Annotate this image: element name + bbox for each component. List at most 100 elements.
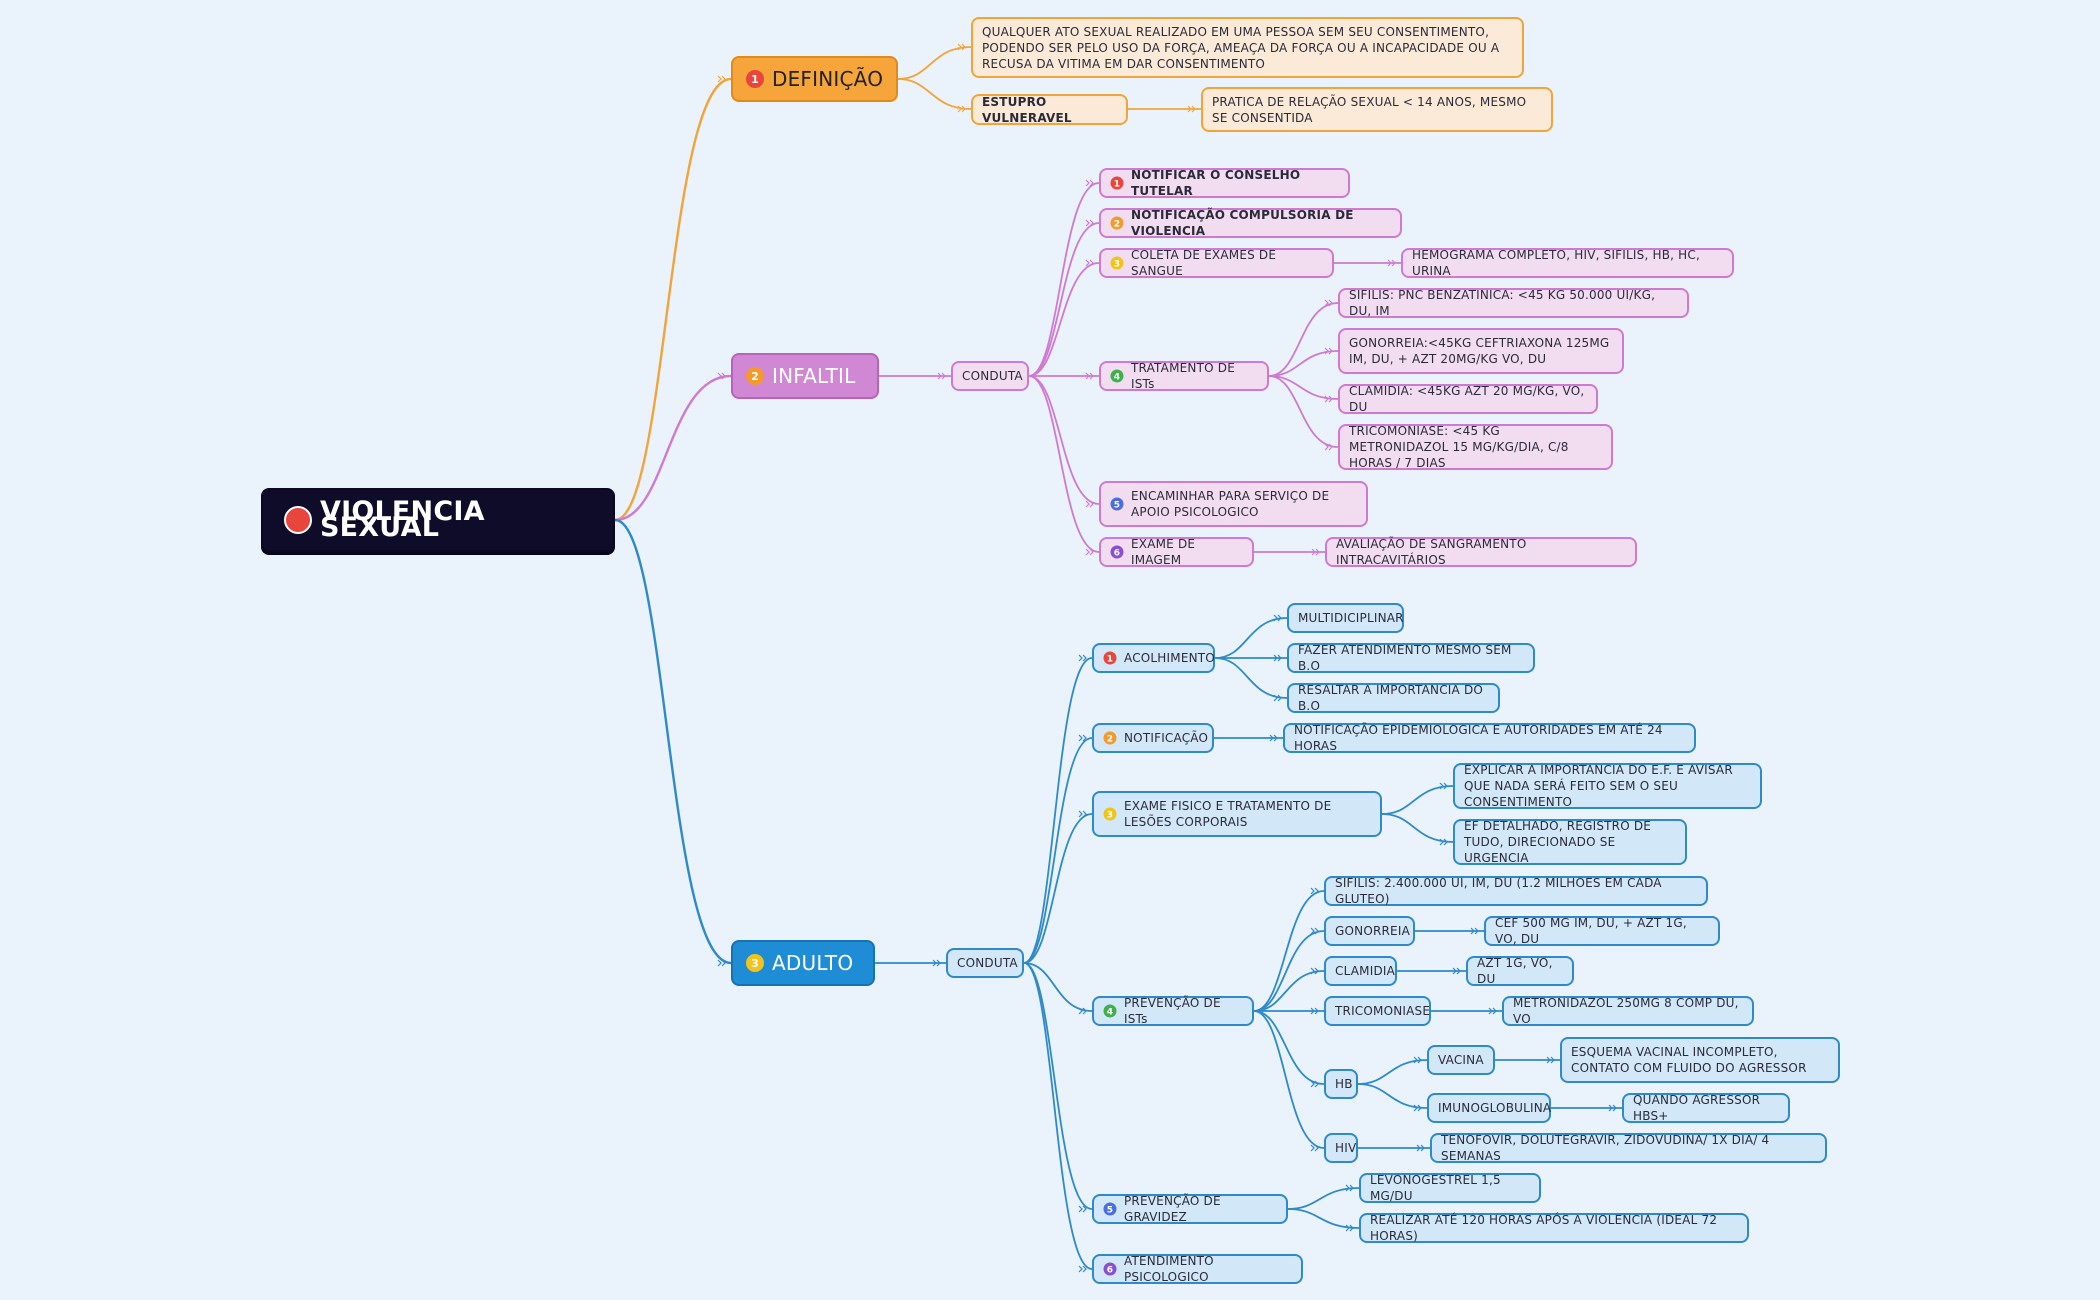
branch-adulto-label: ADULTO (772, 951, 854, 975)
connector-arrow (1085, 372, 1094, 380)
connector-arrow (1488, 1007, 1497, 1015)
connector-arrow (1416, 1144, 1425, 1152)
adulto-ef-detalhado[interactable]: EF DETALHADO, REGISTRO DE TUDO, DIRECION… (1453, 819, 1687, 865)
connector-line (1253, 890, 1325, 1012)
adulto-sifilis[interactable]: SIFILIS: 2.400.000 UI, IM, DU (1.2 MILHO… (1324, 876, 1708, 906)
adulto-hb[interactable]: HB (1324, 1069, 1358, 1099)
adulto-atendimento-psicologico[interactable]: 6 ATENDIMENTO PSICOLOGICO (1092, 1254, 1303, 1284)
number-1-icon: 1 (745, 69, 765, 89)
adulto-realizar[interactable]: REALIZAR ATÉ 120 HORAS APÓS A VIOLENCIA … (1359, 1213, 1749, 1243)
infantil-exame[interactable]: 6 EXAME DE IMAGEM (1099, 537, 1254, 567)
connector-arrow (1452, 967, 1461, 975)
connector-line (1287, 1187, 1360, 1210)
connector-arrow (1078, 1205, 1087, 1213)
infantil-notificacao[interactable]: 2 NOTIFICAÇÃO COMPULSORIA DE VIOLENCIA (1099, 208, 1402, 238)
connector-arrow (717, 959, 726, 967)
adulto-notificacao-detail[interactable]: NOTIFICAÇÃO EPIDEMIOLOGICA E AUTORIDADES… (1283, 723, 1696, 753)
connector-arrow (1324, 395, 1333, 403)
adulto-exame-fisico[interactable]: 3 EXAME FISICO E TRATAMENTO DE LESÕES CO… (1092, 791, 1382, 837)
svg-text:1: 1 (1114, 180, 1120, 190)
connector-arrow (1324, 299, 1333, 307)
estupro-vulneravel[interactable]: ESTUPRO VULNERAVEL (971, 94, 1128, 125)
connector-line (1357, 1083, 1428, 1109)
root-node[interactable]: VIOLENCIA SEXUAL (261, 488, 615, 552)
number-6-icon: 6 (1103, 1262, 1117, 1276)
number-2-icon: 2 (1103, 731, 1117, 745)
adulto-vacina-detail[interactable]: ESQUEMA VACINAL INCOMPLETO, CONTATO COM … (1560, 1037, 1840, 1083)
adulto-imunoglobulina[interactable]: IMUNOGLOBULINA (1427, 1093, 1551, 1123)
connector-arrow (1310, 967, 1319, 975)
connector-arrow (1310, 887, 1319, 895)
branch-infantil[interactable]: 2 INFALTIL (731, 353, 879, 399)
adulto-gonorreia[interactable]: GONORREIA (1324, 916, 1415, 946)
svg-text:2: 2 (1107, 735, 1113, 745)
adulto-levonogestrel[interactable]: LEVONOGESTREL 1,5 MG/DU (1359, 1173, 1541, 1203)
adulto-tricomoniase-detail[interactable]: METRONIDAZOL 250MG 8 COMP DU, VO (1502, 996, 1754, 1026)
connector-arrow (1324, 443, 1333, 451)
connector-arrow (1470, 927, 1479, 935)
connector-line (1253, 930, 1325, 1012)
infantil-clamidia[interactable]: CLAMIDIA: <45KG AZT 20 MG/KG, VO, DU (1338, 384, 1598, 414)
number-4-icon: 4 (1103, 1004, 1117, 1018)
connector-line (1268, 375, 1339, 448)
infantil-gonorreia[interactable]: GONORREIA:<45KG CEFTRIAXONA 125MG IM, DU… (1338, 328, 1624, 374)
connector-arrow (1310, 1007, 1319, 1015)
connector-arrow (937, 372, 946, 380)
estupro-vulneravel-text[interactable]: PRATICA DE RELAÇÃO SEXUAL < 14 ANOS, MES… (1201, 87, 1553, 132)
infantil-tratamento[interactable]: 4 TRATAMENTO DE ISTs (1099, 361, 1269, 391)
adulto-hiv-detail[interactable]: TENOFOVIR, DOLUTEGRAVIR, ZIDOVUDINA/ 1X … (1430, 1133, 1827, 1163)
connector-line (1023, 962, 1093, 1012)
connector-line (1023, 962, 1093, 1210)
svg-text:2: 2 (1114, 220, 1120, 230)
red-circle-icon (283, 505, 313, 535)
adulto-acolhimento[interactable]: 1 ACOLHIMENTO (1092, 643, 1215, 673)
connector-arrow (717, 75, 726, 83)
adulto-prevencao-ists[interactable]: 4 PREVENÇÃO DE ISTs (1092, 996, 1254, 1026)
connector-line (1287, 1208, 1360, 1229)
branch-definicao[interactable]: 1 DEFINIÇÃO (731, 56, 898, 102)
connector-arrow (1085, 259, 1094, 267)
infantil-tricomoniase[interactable]: TRICOMONIASE: <45 KG METRONIDAZOL 15 MG/… (1338, 424, 1613, 470)
infantil-coleta[interactable]: 3 COLETA DE EXAMES DE SANGUE (1099, 248, 1334, 278)
adulto-notificacao[interactable]: 2 NOTIFICAÇÃO (1092, 723, 1214, 753)
connector-arrow (1345, 1224, 1354, 1232)
connector-arrow (932, 959, 941, 967)
branch-adulto[interactable]: 3 ADULTO (731, 940, 875, 986)
adulto-ressaltar[interactable]: RESALTAR A IMPORTANCIA DO B.O (1287, 683, 1500, 713)
connector-line (613, 77, 733, 522)
adulto-clamidia-detail[interactable]: AZT 1G, VO, DU (1466, 956, 1574, 986)
adulto-imunoglobulina-detail[interactable]: QUANDO AGRESSOR HBS+ (1622, 1093, 1790, 1123)
connector-line (1028, 262, 1100, 377)
infantil-coleta-detail[interactable]: HEMOGRAMA COMPLETO, HIV, SIFILIS, HB, HC… (1401, 248, 1734, 278)
number-5-icon: 5 (1103, 1202, 1117, 1216)
connector-arrow (1310, 1080, 1319, 1088)
adulto-tricomoniase[interactable]: TRICOMONIASE (1324, 996, 1431, 1026)
svg-text:6: 6 (1114, 549, 1120, 559)
infantil-sifilis[interactable]: SIFILIS: PNC BENZATINICA: <45 KG 50.000 … (1338, 288, 1689, 318)
adulto-prevencao-gravidez[interactable]: 5 PREVENÇÃO DE GRAVIDEZ (1092, 1194, 1288, 1224)
connector-arrow (1085, 500, 1094, 508)
infantil-exame-detail[interactable]: AVALIAÇÃO DE SANGRAMENTO INTRACAVITÁRIOS (1325, 537, 1637, 567)
adulto-clamidia[interactable]: CLAMIDIA (1324, 956, 1397, 986)
infantil-conduta[interactable]: CONDUTA (951, 361, 1029, 391)
adulto-multidisciplinar[interactable]: MULTIDICIPLINAR (1287, 603, 1404, 633)
connector-arrow (1085, 548, 1094, 556)
number-3-icon: 3 (1103, 807, 1117, 821)
connector-arrow (1078, 734, 1087, 742)
adulto-hiv[interactable]: HIV (1324, 1133, 1358, 1163)
adulto-conduta[interactable]: CONDUTA (946, 948, 1024, 978)
connector-line (1253, 1010, 1325, 1149)
adulto-vacina[interactable]: VACINA (1427, 1045, 1495, 1075)
infantil-encaminhar[interactable]: 5 ENCAMINHAR PARA SERVIÇO DE APOIO PSICO… (1099, 481, 1368, 527)
adulto-gonorreia-detail[interactable]: CEF 500 MG IM, DU, + AZT 1G, VO, DU (1484, 916, 1720, 946)
connector-line (1381, 813, 1454, 843)
adulto-explicar[interactable]: EXPLICAR A IMPORTANCIA DO E.F. E AVISAR … (1453, 763, 1762, 809)
definicao-text[interactable]: QUALQUER ATO SEXUAL REALIZADO EM UMA PES… (971, 17, 1524, 78)
connector-arrow (1310, 927, 1319, 935)
connector-line (1214, 617, 1288, 659)
svg-text:6: 6 (1107, 1266, 1113, 1276)
infantil-notificar[interactable]: 1 NOTIFICAR O CONSELHO TUTELAR (1099, 168, 1350, 198)
connector-line (1023, 657, 1093, 964)
connector-arrow (1413, 1056, 1422, 1064)
adulto-fazer-atendimento[interactable]: FAZER ATENDIMENTO MESMO SEM B.O (1287, 643, 1535, 673)
